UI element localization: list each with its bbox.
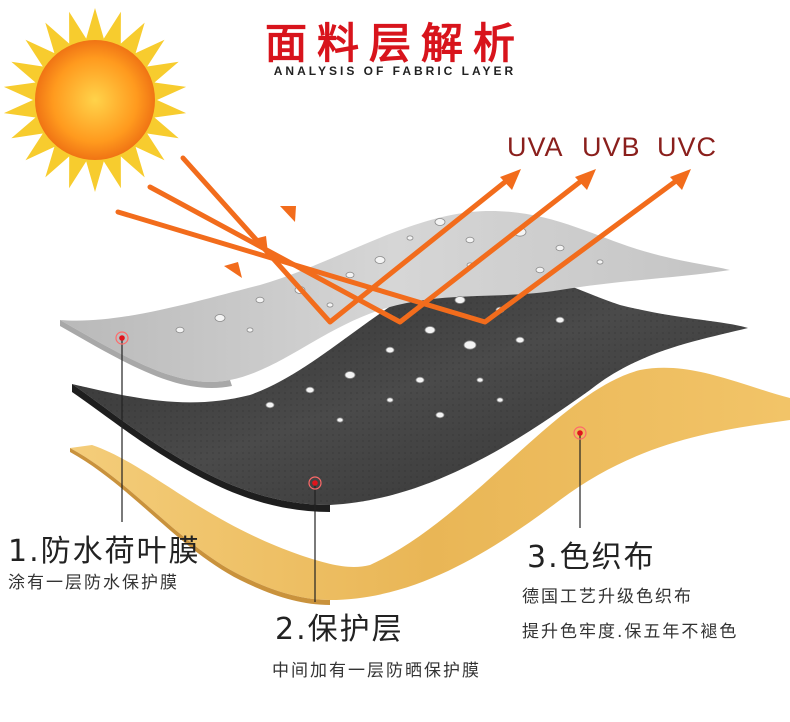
- water-droplet: [344, 371, 356, 379]
- water-droplet: [175, 326, 185, 334]
- water-droplet: [496, 397, 504, 403]
- layer-3-title: 3.色织布: [527, 540, 656, 575]
- layer-3-desc-1: 德国工艺升级色织布: [522, 587, 693, 607]
- water-droplet: [255, 296, 265, 304]
- water-droplet: [465, 236, 475, 244]
- water-droplet: [515, 336, 525, 344]
- water-droplet: [476, 377, 484, 383]
- uvb-arrow: [147, 175, 588, 325]
- water-droplet: [555, 244, 565, 252]
- page-title: 面料层解析: [264, 19, 525, 68]
- water-droplet: [434, 218, 446, 226]
- water-droplet: [374, 256, 386, 264]
- sun-disc: [35, 40, 155, 160]
- layer-3-woven-fabric: [70, 367, 790, 605]
- water-droplet: [246, 327, 254, 333]
- uvc-arrow: [115, 175, 683, 325]
- target-dot-icon: [115, 331, 587, 490]
- uv-arrows: [115, 155, 683, 325]
- water-droplet: [336, 417, 344, 423]
- layer-2-desc: 中间加有一层防晒保护膜: [272, 661, 481, 681]
- water-droplet: [345, 271, 355, 279]
- layer-1-desc: 涂有一层防水保护膜: [8, 573, 179, 593]
- water-droplet: [463, 340, 477, 350]
- water-droplet: [326, 302, 334, 308]
- water-droplet: [265, 401, 275, 409]
- water-droplet: [406, 235, 414, 241]
- water-droplet: [555, 316, 565, 324]
- water-droplet: [424, 326, 436, 334]
- layer-1-title: 1.防水荷叶膜: [8, 534, 201, 569]
- sun-icon: [3, 8, 187, 192]
- water-droplet: [214, 314, 226, 322]
- water-droplet: [415, 376, 425, 384]
- uvb-label: UVB: [582, 132, 641, 162]
- page-subtitle: ANALYSIS OF FABRIC LAYER: [273, 64, 517, 78]
- arrow-heads: [224, 169, 691, 278]
- layer-2-protective: [72, 268, 748, 512]
- water-droplet: [385, 346, 395, 354]
- leader-lines: [121, 338, 581, 602]
- water-droplet: [305, 386, 315, 394]
- water-droplet: [596, 259, 604, 265]
- water-droplet: [386, 397, 394, 403]
- layer-2-title: 2.保护层: [275, 612, 404, 647]
- water-droplet: [435, 411, 445, 419]
- uva-label: UVA: [507, 132, 564, 162]
- uvc-label: UVC: [657, 132, 718, 162]
- uva-arrow: [180, 155, 513, 325]
- water-droplet: [535, 266, 545, 274]
- layer-3-desc-2: 提升色牢度.保五年不褪色: [522, 622, 739, 642]
- water-droplet: [454, 296, 466, 304]
